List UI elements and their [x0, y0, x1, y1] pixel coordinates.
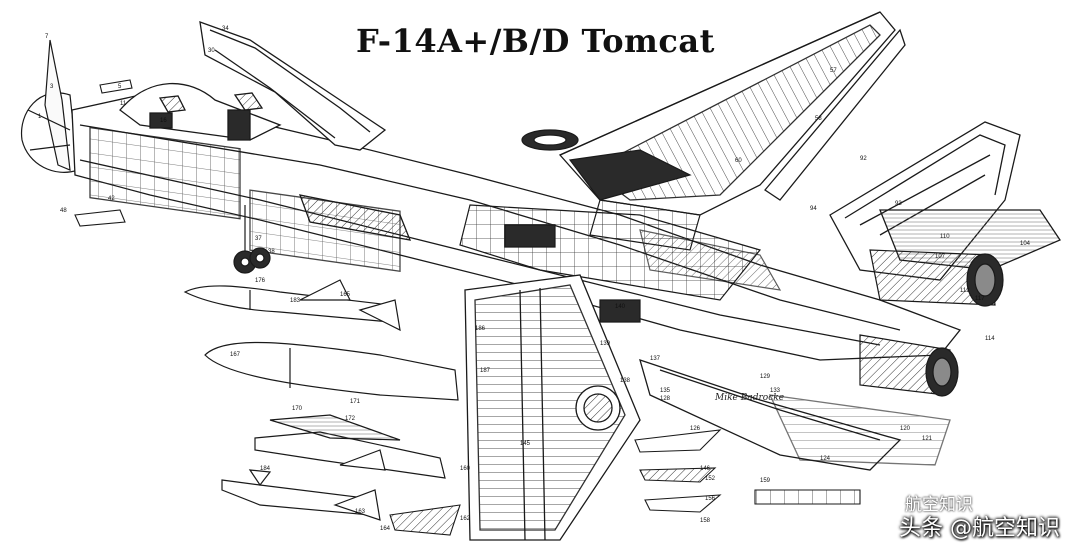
callout-160: 160	[460, 466, 471, 472]
callout-152: 152	[705, 476, 716, 482]
artist-signature: Mike Badrocke	[715, 393, 785, 403]
callout-16: 16	[160, 118, 167, 124]
callout-7: 7	[45, 34, 49, 40]
callout-159: 159	[760, 478, 771, 484]
callout-140: 140	[615, 304, 626, 310]
callout-92: 92	[860, 156, 867, 162]
callout-38: 38	[268, 249, 275, 255]
callout-164: 164	[380, 526, 391, 532]
callout-numbers: 7 3 1 5 11 16 30 34 37 38 42 48 57 58 60 92 93 94 104 107 11…	[38, 26, 1031, 532]
callout-1: 1	[38, 114, 42, 120]
callout-138: 138	[620, 378, 631, 384]
callout-107: 107	[935, 254, 946, 260]
callout-129: 129	[760, 374, 771, 380]
cockpit-canopy	[120, 22, 385, 150]
callout-162: 162	[460, 516, 471, 522]
drop-tank	[205, 342, 458, 400]
callout-57: 57	[830, 68, 837, 74]
callout-94: 94	[810, 206, 817, 212]
callout-135: 135	[660, 388, 671, 394]
detail-insets	[390, 430, 860, 535]
callout-42: 42	[108, 196, 115, 202]
watermark-text: 头条 @航空知识	[899, 516, 1060, 541]
callout-124: 124	[820, 456, 831, 462]
callout-104: 104	[1020, 241, 1031, 247]
callout-48: 48	[60, 208, 67, 214]
callout-163: 163	[355, 509, 366, 515]
callout-117: 117	[975, 296, 985, 302]
callout-170: 170	[292, 406, 303, 412]
callout-156: 156	[705, 496, 716, 502]
callout-11: 11	[120, 101, 127, 107]
watermark-logo-text: 航空知识	[905, 495, 973, 515]
callout-128: 128	[660, 396, 671, 402]
callout-183: 183	[290, 298, 301, 304]
aim-9-missile	[222, 470, 380, 520]
aim-54-missile	[185, 280, 400, 330]
horizontal-stabilizer	[640, 210, 1060, 470]
callout-186: 186	[475, 326, 486, 332]
callout-139: 139	[600, 341, 611, 347]
radome	[22, 40, 78, 172]
callout-93: 93	[895, 201, 902, 207]
callout-121: 121	[922, 436, 933, 442]
callout-114: 114	[985, 336, 995, 342]
callout-167: 167	[230, 352, 241, 358]
engine-nozzles	[860, 250, 1003, 396]
callout-5: 5	[118, 84, 122, 90]
callout-187: 187	[480, 368, 491, 374]
aim-7-missile	[255, 415, 445, 478]
lower-wing	[465, 275, 640, 540]
callout-37: 37	[255, 236, 262, 242]
pitot-and-pods	[75, 80, 132, 226]
callout-145: 145	[520, 441, 531, 447]
nose-landing-gear	[234, 205, 270, 273]
callout-165: 165	[340, 292, 351, 298]
callout-133: 133	[770, 388, 781, 394]
callout-126: 126	[690, 426, 701, 432]
callout-60: 60	[735, 158, 742, 164]
callout-58: 58	[815, 116, 822, 122]
callout-137: 137	[650, 356, 661, 362]
callout-30: 30	[208, 48, 215, 54]
diagram-title: F-14A+/B/D Tomcat	[356, 22, 715, 60]
wing-box	[460, 205, 780, 322]
callout-3: 3	[50, 84, 54, 90]
callout-112: 112	[960, 288, 970, 294]
callout-184: 184	[260, 466, 271, 472]
callout-158: 158	[700, 518, 711, 524]
callout-120: 120	[900, 426, 911, 432]
callout-146: 146	[700, 466, 711, 472]
callout-171: 171	[350, 399, 361, 405]
callout-172: 172	[345, 416, 356, 422]
callout-110: 110	[940, 234, 950, 240]
callout-34: 34	[222, 26, 229, 32]
callout-176: 176	[255, 278, 266, 284]
